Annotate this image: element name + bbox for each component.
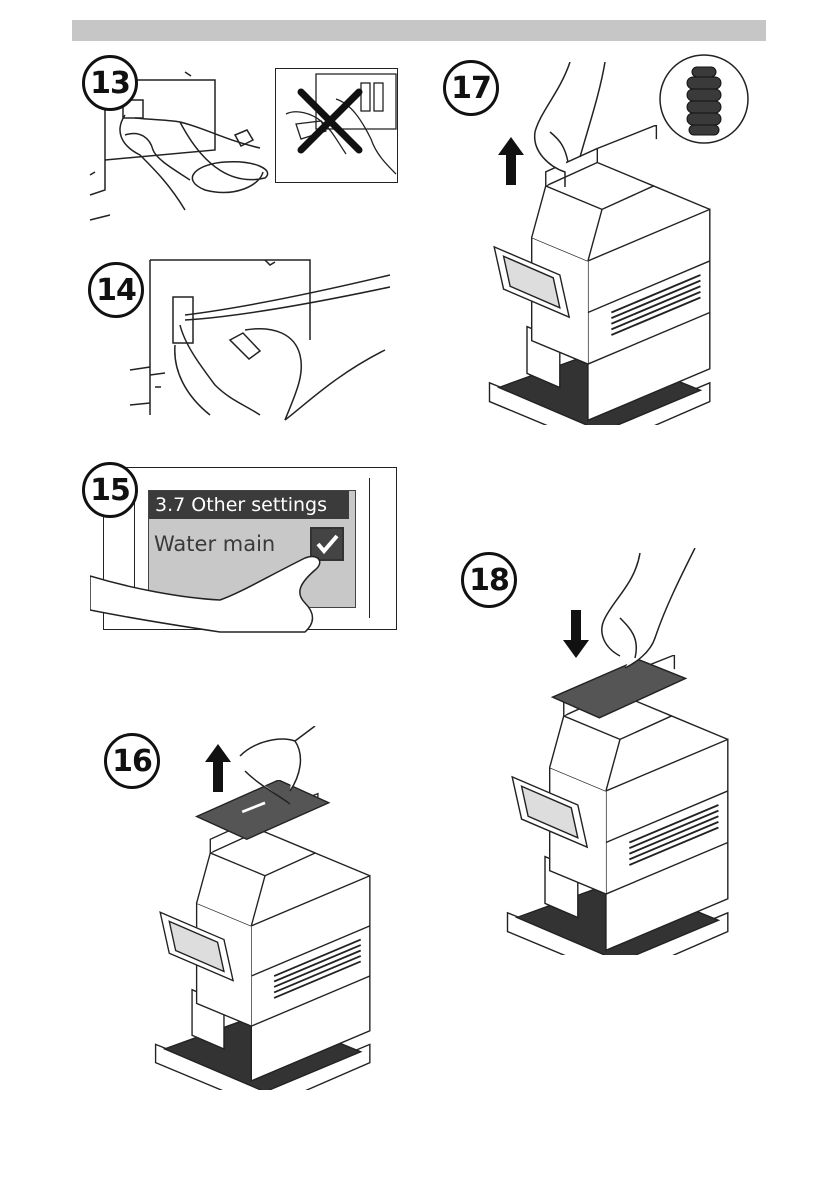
step-16-badge: 16 xyxy=(104,733,160,789)
arrow-up-icon xyxy=(203,742,233,794)
step-18-machine xyxy=(500,655,740,955)
settings-header: 3.7 Other settings xyxy=(149,491,349,519)
step-13-badge: 13 xyxy=(82,55,138,111)
step-15-badge: 15 xyxy=(82,462,138,518)
step-16-machine xyxy=(145,780,385,1090)
arrow-up-icon xyxy=(496,135,526,187)
arrow-down-icon xyxy=(561,608,591,660)
step-14-badge: 14 xyxy=(88,262,144,318)
step-17-hand xyxy=(530,62,620,192)
step-15-hand xyxy=(90,548,330,633)
step-13-wrong-inset xyxy=(275,68,398,183)
step-17-badge: 17 xyxy=(443,60,499,116)
step-14-illustration xyxy=(125,255,395,430)
cross-icon xyxy=(296,87,364,155)
step-16-hand xyxy=(235,726,325,806)
step-18-badge: 18 xyxy=(461,552,517,608)
screen-frame-outline xyxy=(369,478,390,618)
header-bar xyxy=(72,20,766,41)
filter-detail-icon xyxy=(658,53,750,145)
step-18-hand xyxy=(595,548,705,678)
